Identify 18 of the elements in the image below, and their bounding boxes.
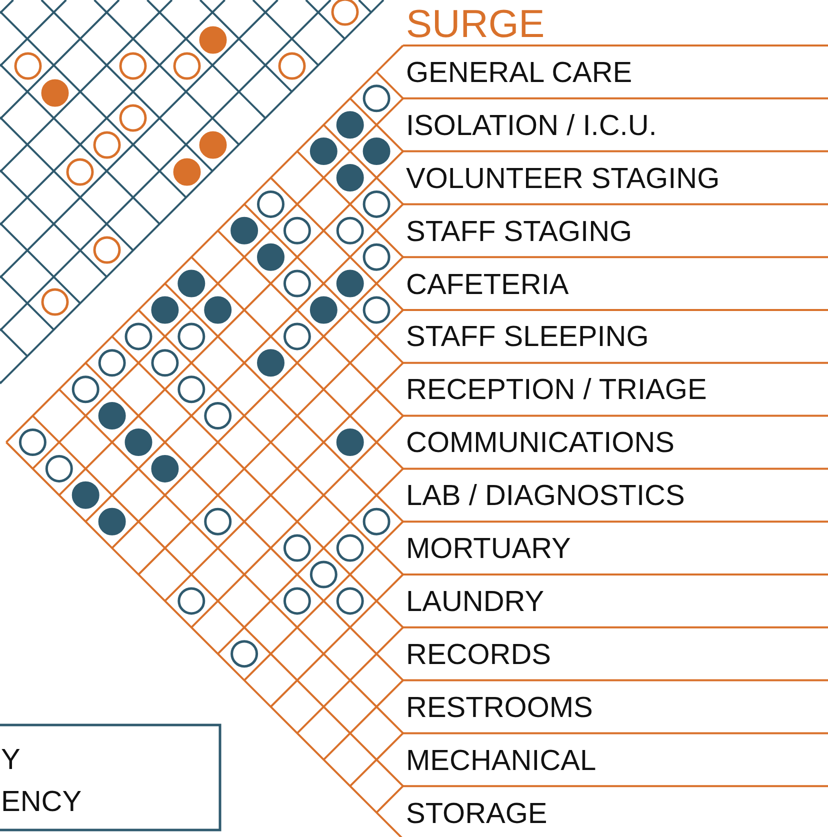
row-label: CAFETERIA [406,268,569,302]
row-label: STAFF SLEEPING [406,320,649,354]
legend-text: ENCY [1,785,82,819]
row-label: COMMUNICATIONS [406,426,675,460]
row-label: ISOLATION / I.C.U. [406,108,657,143]
row-label: RESTROOMS [406,690,593,725]
matrix-title: SURGE [406,4,545,46]
row-label: LAUNDRY [406,584,544,619]
row-label: RECEPTION / TRIAGE [406,373,707,408]
row-label: STORAGE [406,796,548,831]
row-label: MORTUARY [406,532,571,566]
row-label: RECORDS [406,638,552,672]
legend-text: Y [1,743,20,777]
row-label: MECHANICAL [406,744,596,778]
row-label: GENERAL CARE [406,56,632,90]
row-label: STAFF STAGING [406,214,632,249]
row-label: LAB / DIAGNOSTICS [406,479,685,514]
row-label: VOLUNTEER STAGING [406,162,720,196]
